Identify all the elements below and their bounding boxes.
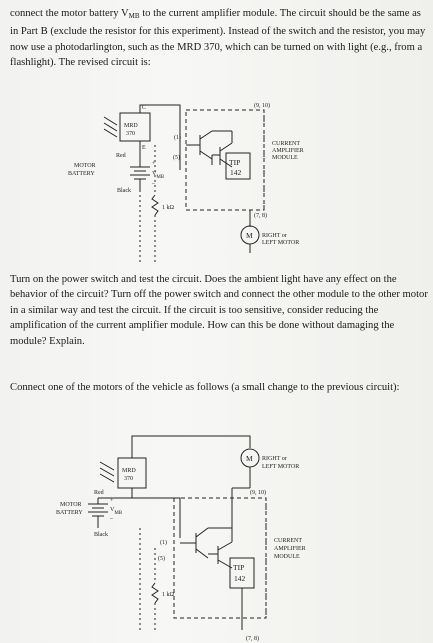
- minus-label-2: _: [109, 514, 114, 520]
- tip-part-1: 142: [230, 168, 242, 177]
- darlington-transistors-1: [186, 130, 233, 168]
- module-label-2b: AMPLIFIER: [274, 546, 306, 552]
- light-arrows-icon: [99, 461, 115, 483]
- resistor-1: 1 kΩ: [151, 194, 175, 216]
- pin-5-label-2: (5): [158, 555, 165, 562]
- motor-label-2: RIGHT or: [262, 456, 287, 462]
- svg-text:M: M: [246, 231, 253, 240]
- tip-part-2: 142: [234, 574, 246, 583]
- middle-paragraph: Turn on the power switch and test the ci…: [10, 274, 428, 347]
- pin-1-label-1: (1): [174, 134, 181, 141]
- circuit-diagram-2: MRD 370 M RIGHT or LEFT MOTOR Red: [56, 435, 306, 642]
- battery-label-2: MOTOR: [60, 502, 82, 508]
- darlington-transistors-2: [180, 487, 250, 569]
- photo-label-1: MRD: [124, 123, 138, 129]
- module-label-1: CURRENT: [272, 141, 300, 147]
- pin-7-8-label-1: (7, 8): [254, 212, 267, 219]
- tip-label-1: TIP: [229, 158, 240, 167]
- module-label-2: CURRENT: [274, 538, 302, 544]
- pin-c-label: C: [142, 105, 146, 111]
- photo-part-2: 370: [124, 476, 133, 482]
- photodarlington-2: MRD 370: [99, 457, 147, 489]
- photo-part-1: 370: [126, 131, 135, 137]
- motor-label-1b: LEFT MOTOR: [262, 240, 299, 246]
- tip-label-2: TIP: [233, 563, 244, 572]
- module-label-2c: MODULE: [274, 554, 300, 560]
- photo-label-2: MRD: [122, 468, 136, 474]
- intro-text-b: to the current amplifier module. The cir…: [10, 8, 426, 69]
- closing-paragraph: Connect one of the motors of the vehicle…: [10, 382, 400, 393]
- red-label-1: Red: [116, 153, 126, 159]
- intro-subscript: MB: [128, 12, 140, 20]
- circuit-diagram-1: MRD 370 C E Red Black + _ V: [68, 102, 304, 265]
- motor-icon-2: M: [240, 448, 260, 468]
- pin-7-8-label-2: (7, 8): [246, 635, 259, 642]
- plus-label-1: +: [152, 161, 156, 167]
- resistor-label-1: 1 kΩ: [162, 205, 175, 211]
- motor-label-1: RIGHT or: [262, 233, 287, 239]
- battery-v-2: VMB: [110, 507, 123, 516]
- motor-battery-2: Red Black + _ VMB MOTOR BATTERY: [56, 490, 123, 538]
- motor-icon-1: M: [240, 225, 260, 245]
- black-label-2: Black: [94, 532, 108, 538]
- intro-text-a: connect the motor battery V: [10, 8, 129, 19]
- amplifier-module-box-1: [185, 109, 265, 211]
- battery-label-1b: BATTERY: [68, 171, 95, 177]
- battery-label-1: MOTOR: [74, 163, 96, 169]
- photodarlington-1: MRD 370 C E: [103, 105, 151, 151]
- pin-1-label-2: (1): [160, 539, 167, 546]
- pin-5-label-1: (5): [173, 154, 180, 161]
- motor-label-2b: LEFT MOTOR: [262, 464, 299, 470]
- intro-paragraph: connect the motor battery VMB to the cur…: [10, 6, 428, 71]
- black-label-1: Black: [117, 188, 131, 194]
- resistor-label-2: 1 kΩ: [162, 592, 175, 598]
- pin-e-label: E: [142, 145, 146, 151]
- pin-9-10-label-2: (9, 10): [250, 489, 266, 496]
- resistor-2: 1 kΩ: [151, 582, 175, 604]
- amplifier-module-box-2: [173, 497, 267, 619]
- module-label-1c: MODULE: [272, 155, 298, 161]
- battery-label-2b: BATTERY: [56, 510, 83, 516]
- minus-label-1: _: [151, 179, 156, 185]
- svg-text:M: M: [246, 454, 253, 463]
- pin-9-10-label-1: (9, 10): [254, 102, 270, 109]
- plus-label-2: +: [110, 498, 114, 504]
- battery-v-1: VMB: [152, 171, 165, 180]
- motor-battery-1: Red Black + _ VMB MOTOR BATTERY: [68, 153, 165, 194]
- light-arrows-icon: [103, 116, 118, 138]
- module-label-1b: AMPLIFIER: [272, 148, 304, 154]
- red-label-2: Red: [94, 490, 104, 496]
